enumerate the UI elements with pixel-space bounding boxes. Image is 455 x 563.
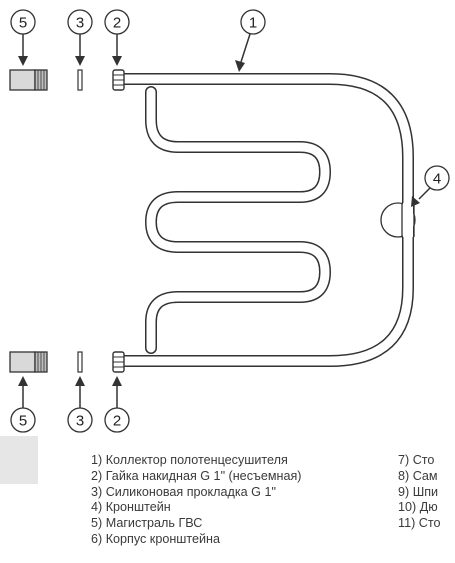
legend-right-column: 7) Сто 8) Сам 9) Шпи 10) Дю 11) Сто [398, 453, 441, 532]
callout-right-4-arrow-line [418, 187, 431, 200]
main-pipe-top [9, 69, 36, 91]
callout-top-1: 1 [235, 9, 266, 72]
callout-top-2-arrowhead [112, 56, 122, 66]
callout-right-4: 4 [411, 165, 450, 207]
callout-top-1-label: 1 [249, 15, 257, 32]
legend-item: 2) Гайка накидная G 1" (несъемная) [91, 468, 302, 483]
main-pipe-bottom [9, 351, 36, 373]
callout-top-3: 3 [67, 9, 93, 66]
callout-top-3-label: 3 [76, 15, 84, 32]
callout-bottom-2-arrowhead [112, 376, 122, 386]
callout-bottom-3-circle [67, 407, 93, 433]
gasket-bottom [77, 351, 83, 373]
callout-bottom-5-arrowhead [18, 376, 28, 386]
legend-item: 1) Коллектор полотенцесушителя [91, 453, 288, 467]
callout-bottom-5: 5 [10, 376, 36, 433]
serpentine-pipe-outline [144, 86, 332, 354]
collector-pipe-outline [124, 73, 414, 367]
callout-bottom-5-label: 5 [19, 413, 27, 430]
legend-item: 3) Силиконовая прокладка G 1" [91, 484, 276, 499]
collector-pipe-fill [124, 74, 413, 366]
callout-right-4-label: 4 [433, 171, 441, 188]
callout-top-1-arrow-line [240, 33, 251, 63]
legend-item: 9) Шпи [398, 484, 439, 499]
callout-bottom-3-label: 3 [76, 413, 84, 430]
legend-item: 7) Сто [398, 453, 435, 467]
legend-item: 4) Кронштейн [91, 500, 171, 515]
callout-bottom-2: 2 [104, 376, 130, 433]
callout-top-1-arrowhead [235, 60, 245, 72]
callout-top-3-arrowhead [75, 56, 85, 66]
side-gray-box [0, 436, 38, 484]
callout-top-1-circle [240, 9, 266, 35]
callout-top-2-label: 2 [113, 15, 121, 32]
legend-item: 8) Сам [398, 468, 438, 483]
callout-right-4-arrowhead [411, 196, 420, 207]
bracket-pipe-cover [403, 203, 413, 237]
callout-bottom-2-label: 2 [113, 413, 121, 430]
towel-rail-diagram: 5 3 2 1 4 [9, 9, 450, 433]
callout-bottom-3-arrowhead [75, 376, 85, 386]
callout-top-5-label: 5 [19, 15, 27, 32]
callout-top-5: 5 [10, 9, 36, 66]
legend-left-column: 1) Коллектор полотенцесушителя 2) Гайка … [91, 453, 302, 548]
callout-top-5-arrowhead [18, 56, 28, 66]
legend-item: 6) Корпус кронштейна [91, 531, 221, 546]
callout-right-4-circle [424, 165, 450, 191]
gasket-top [77, 69, 83, 91]
legend-item: 11) Сто [398, 516, 441, 531]
callout-bottom-3: 3 [67, 376, 93, 433]
legend-item: 5) Магистраль ГВС [91, 516, 203, 531]
callout-top-2: 2 [104, 9, 130, 66]
serpentine-pipe-fill [146, 87, 330, 353]
legend-item: 10) Дю [398, 500, 438, 515]
callout-bottom-5-circle [10, 407, 36, 433]
callout-bottom-2-circle [104, 407, 130, 433]
